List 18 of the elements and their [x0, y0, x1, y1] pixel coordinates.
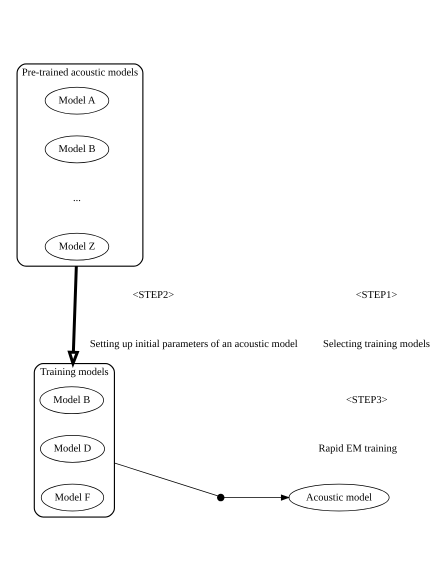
label: <STEP1> — [356, 290, 398, 302]
node-ellipse: Acoustic model — [288, 484, 390, 512]
label: Selecting training models — [323, 338, 430, 350]
arrow — [224, 494, 290, 501]
label: Setting up initial parameters of an acoustic model — [90, 338, 298, 350]
node-ellipse: Model A — [44, 86, 110, 115]
node-ellipse: Model F — [40, 484, 104, 512]
arrow — [67, 266, 80, 368]
node-ellipse: Model D — [40, 435, 105, 463]
label: <STEP3> — [346, 394, 388, 406]
node-ellipse: Model Z — [44, 232, 110, 261]
node-ellipse: Model B — [40, 386, 104, 414]
label: Rapid EM training — [318, 444, 398, 455]
node-ellipse: Model B — [44, 136, 110, 164]
node-circle — [217, 494, 224, 502]
connector — [114, 462, 218, 496]
label: ... — [73, 192, 81, 204]
label: <STEP2> — [132, 290, 174, 302]
